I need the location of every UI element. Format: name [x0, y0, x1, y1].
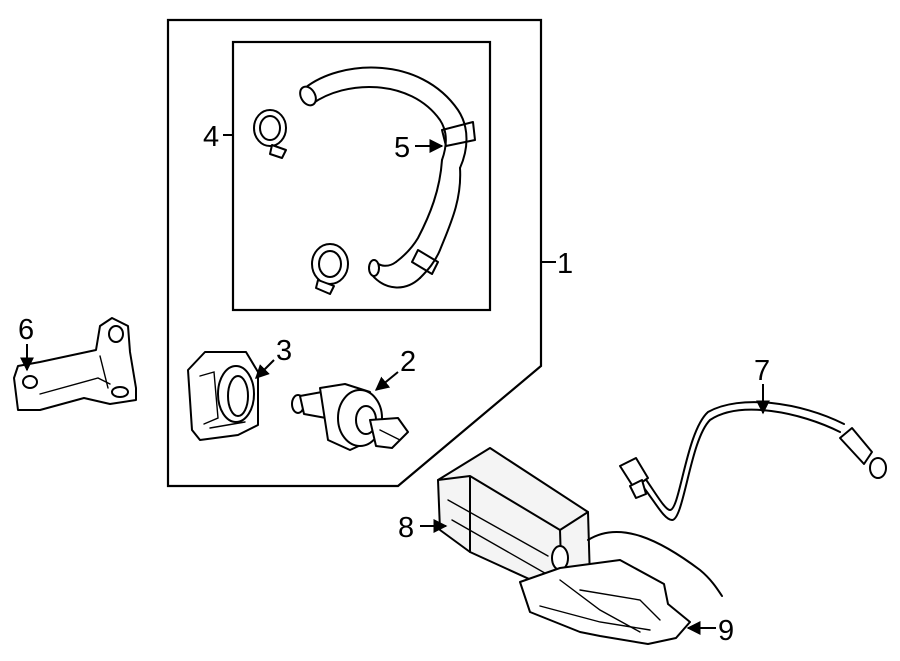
mounting-bracket-part — [13, 317, 137, 411]
callout-6: 6 — [18, 314, 34, 346]
callout-4: 4 — [203, 121, 219, 153]
leader-2 — [374, 371, 399, 391]
callout-5: 5 — [394, 132, 410, 164]
callout-3: 3 — [276, 335, 292, 367]
callout-8: 8 — [398, 512, 414, 544]
callout-1: 1 — [557, 248, 573, 280]
valve-part — [291, 383, 409, 451]
hose-part — [299, 66, 476, 289]
tray-part — [519, 559, 691, 645]
leader-3 — [255, 359, 275, 379]
assembly-frame — [166, 18, 543, 488]
holder-bracket-part — [187, 351, 259, 441]
hose-kit-frame — [231, 40, 492, 312]
callout-9: 9 — [718, 615, 734, 647]
callout-7: 7 — [754, 355, 770, 387]
callout-2: 2 — [400, 346, 416, 378]
hose-clamp-part — [253, 109, 349, 295]
sensor-harness-part — [619, 401, 887, 521]
